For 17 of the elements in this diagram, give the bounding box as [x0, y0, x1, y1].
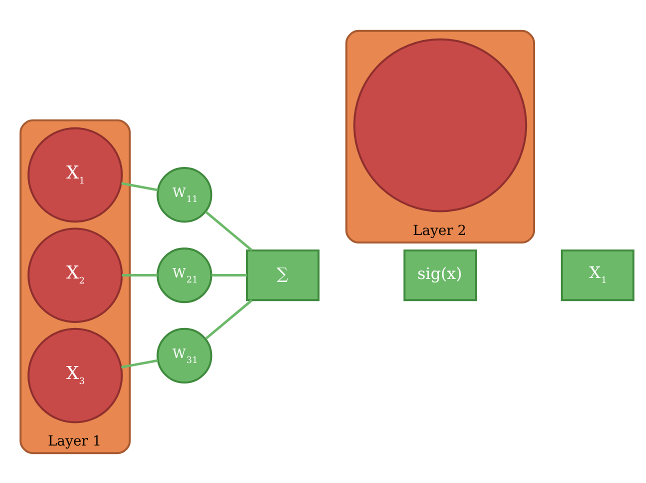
node-box: X$_{1}$: [560, 248, 634, 301]
connector: [121, 358, 158, 368]
connector: [205, 210, 253, 251]
node-circle: X$_{1}$: [27, 126, 123, 222]
node-circle: X$_{2}$: [27, 227, 123, 322]
node-box: sig(x): [403, 248, 477, 301]
node-circle: [353, 38, 528, 212]
node-box: ∑: [246, 248, 320, 301]
node-circle: X$_{3}$: [27, 327, 123, 423]
connector: [122, 274, 158, 276]
node-circle: W$_{31}$: [156, 327, 212, 384]
node-circle: W$_{11}$: [156, 166, 212, 222]
connector: [121, 182, 158, 191]
node-circle: W$_{21}$: [156, 246, 212, 303]
connector: [205, 298, 253, 340]
cluster: Layer 2: [345, 29, 536, 243]
connector: [212, 274, 247, 276]
